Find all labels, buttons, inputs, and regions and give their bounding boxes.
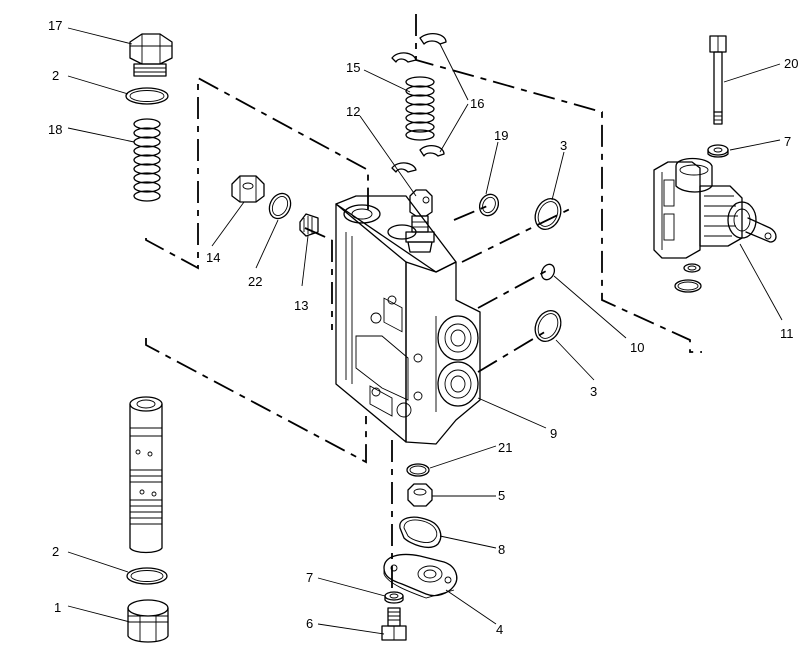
label-15: 15	[346, 60, 360, 75]
assembly-line-10	[477, 269, 549, 309]
label-14: 14	[206, 250, 220, 265]
spool-lower-left	[129, 396, 163, 554]
leader-lines	[67, 27, 783, 635]
o-ring-part-21	[406, 463, 430, 477]
cover-plate-part-4	[383, 553, 458, 599]
washer-part-7-bottom	[384, 591, 404, 604]
screw-part-13	[299, 213, 319, 237]
label-4: 4	[496, 622, 503, 637]
label-20: 20	[784, 56, 798, 71]
label-21: 21	[498, 440, 512, 455]
o-ring-part-3-top	[534, 197, 562, 231]
end-cap-part-1	[127, 599, 169, 643]
valve-body-part-9	[335, 195, 481, 445]
label-3-top: 3	[560, 138, 567, 153]
nut-part-5	[407, 483, 433, 507]
label-17: 17	[48, 18, 62, 33]
o-ring-part-2-bottom	[126, 567, 168, 585]
label-12: 12	[346, 104, 360, 119]
spring-part-18	[133, 118, 161, 202]
o-ring-part-10	[540, 263, 556, 281]
assembly-line-top-left	[145, 76, 369, 270]
actuator-housing-part-11	[653, 157, 777, 259]
label-10: 10	[630, 340, 644, 355]
plug-part-14	[231, 175, 265, 203]
o-ring-part-2-top	[125, 87, 169, 105]
assembly-line-19	[453, 203, 493, 221]
assembly-line-3-bottom	[477, 329, 549, 373]
label-6: 6	[306, 616, 313, 631]
label-2-bottom: 2	[52, 544, 59, 559]
spring-part-15	[405, 76, 435, 141]
label-22: 22	[248, 274, 262, 289]
label-5: 5	[498, 488, 505, 503]
o-ring-part-3-bottom	[534, 309, 562, 343]
bolt-part-20	[709, 35, 727, 125]
o-ring-part-housing-bottom	[674, 263, 702, 293]
assembly-line-3-top	[461, 207, 573, 263]
label-1: 1	[54, 600, 61, 615]
label-11: 11	[780, 326, 794, 341]
assembly-line-bottom-left	[145, 338, 367, 464]
washer-part-7-top	[707, 144, 729, 158]
spool-stem-part-12	[405, 189, 435, 253]
label-13: 13	[294, 298, 308, 313]
retainer-part-16	[391, 32, 447, 173]
label-19: 19	[494, 128, 508, 143]
plug-part-17	[129, 33, 173, 77]
label-3-bottom: 3	[590, 384, 597, 399]
label-2-top: 2	[52, 68, 59, 83]
o-ring-part-22	[268, 192, 292, 220]
label-7-top: 7	[784, 134, 791, 149]
label-7-bottom: 7	[306, 570, 313, 585]
label-9: 9	[550, 426, 557, 441]
assembly-line-13	[304, 227, 333, 241]
assembly-lines	[145, 14, 702, 590]
callout-labels: 17 2 18 15 16 12 19 3 20 7 14 22 13 10 1…	[48, 18, 798, 637]
gasket-part-8	[399, 516, 442, 548]
label-18: 18	[48, 122, 62, 137]
o-ring-part-19	[478, 193, 500, 217]
bolt-part-6	[381, 607, 407, 641]
label-8: 8	[498, 542, 505, 557]
label-16: 16	[470, 96, 484, 111]
